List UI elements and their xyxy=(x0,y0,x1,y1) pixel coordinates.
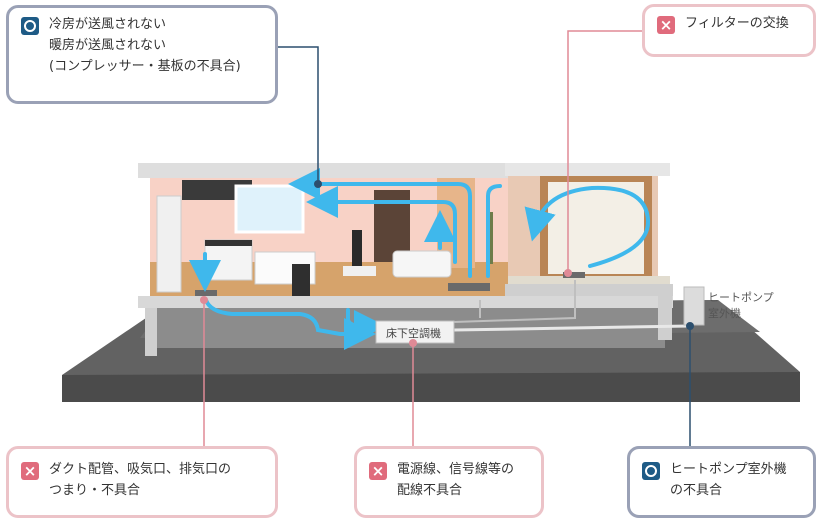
duct-pipes xyxy=(453,280,691,332)
heat-pump-label-line1: ヒートポンプ xyxy=(708,291,774,304)
callout-line: つまり・不具合 xyxy=(49,483,141,498)
air-flow-arrow xyxy=(288,168,472,278)
callout-heat-pump: ヒートポンプ室外機 の不具合 xyxy=(627,446,816,518)
callout-duct: × ダクト配管、吸気口、排気口の つまり・不具合 xyxy=(6,446,278,518)
cross-icon: × xyxy=(657,16,675,34)
air-flow-arrow xyxy=(204,298,376,350)
air-flow-arrows xyxy=(189,168,651,350)
callout-line: 配線不具合 xyxy=(397,483,463,498)
callout-line: ヒートポンプ室外機 xyxy=(670,462,787,477)
circle-icon xyxy=(21,17,39,35)
leader-dot-heatpump xyxy=(686,322,694,330)
underfloor-unit: 床下空調機 xyxy=(375,320,455,344)
leader-dot-cooling xyxy=(314,180,322,188)
cross-icon: × xyxy=(369,462,387,480)
circle-icon xyxy=(642,462,660,480)
callout-line: (コンプレッサー・基板の不具合) xyxy=(49,59,241,74)
heat-pump-label-line2: 室外機 xyxy=(708,306,741,320)
leader-line-cooling xyxy=(278,46,319,184)
callout-line: 電源線、信号線等の xyxy=(397,462,515,477)
callout-line: フィルターの交換 xyxy=(685,16,789,31)
callout-wiring: × 電源線、信号線等の 配線不具合 xyxy=(354,446,544,518)
callout-line: ダクト配管、吸気口、排気口の xyxy=(49,462,232,477)
air-flow-arrow xyxy=(486,184,502,278)
leader-lines xyxy=(200,30,694,446)
callout-cooling-heating: 冷房が送風されない 暖房が送風されない (コンプレッサー・基板の不具合) xyxy=(6,5,278,104)
leader-dot-wiring xyxy=(409,339,417,347)
callout-line: 冷房が送風されない xyxy=(49,17,167,32)
callout-line: の不具合 xyxy=(670,483,723,498)
callout-line: 暖房が送風されない xyxy=(49,38,167,53)
leader-dot-filter xyxy=(564,269,572,277)
leader-dot-duct xyxy=(200,296,208,304)
heat-pump-unit xyxy=(683,286,705,326)
air-flow-arrow xyxy=(346,308,386,342)
air-flow-arrow xyxy=(524,185,651,268)
callout-filter: × フィルターの交換 xyxy=(642,4,816,57)
cross-icon: × xyxy=(21,462,39,480)
leader-line-filter xyxy=(567,30,642,272)
underfloor-unit-label: 床下空調機 xyxy=(386,326,441,340)
